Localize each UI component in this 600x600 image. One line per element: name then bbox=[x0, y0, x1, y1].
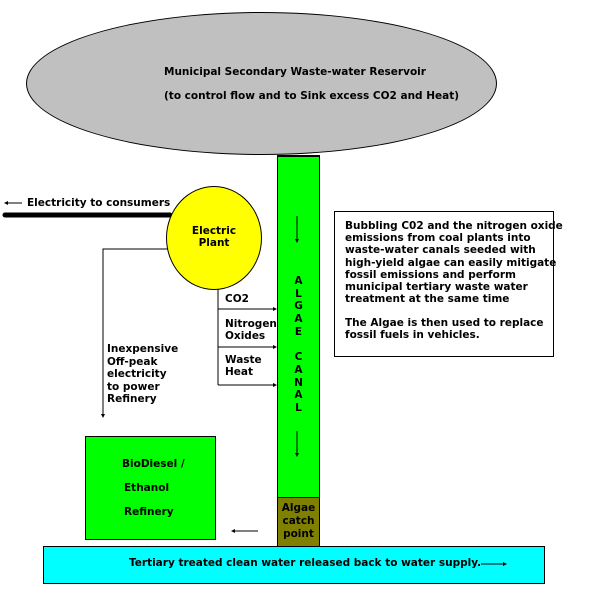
offpeak-arrow-head bbox=[101, 414, 105, 418]
catch-point-label: Algae catch point bbox=[277, 502, 320, 541]
info-line: fossil emissions and perform bbox=[345, 268, 516, 281]
nox-arrow-head bbox=[273, 345, 277, 349]
canal-letter: G bbox=[294, 300, 303, 313]
refinery-box bbox=[85, 436, 216, 540]
algae-canal bbox=[277, 155, 320, 498]
offpeak-label: Inexpensive Off-peak electricity to powe… bbox=[107, 343, 178, 406]
canal-letter: A bbox=[294, 275, 303, 287]
catch-line-1: Algae bbox=[281, 502, 316, 514]
emission-heat-label-2: Heat bbox=[225, 366, 254, 378]
refinery-label-3: Refinery bbox=[124, 506, 174, 518]
emission-nox-label-1: Nitrogen bbox=[225, 318, 277, 330]
canal-letter: L bbox=[295, 287, 302, 300]
co2-arrow-head bbox=[273, 307, 277, 311]
info-box bbox=[334, 211, 554, 357]
canal-letter: A bbox=[294, 313, 303, 326]
canal-letter: N bbox=[294, 376, 303, 389]
emission-co2-label: CO2 bbox=[225, 293, 249, 305]
reservoir-title: Municipal Secondary Waste-water Reservoi… bbox=[164, 66, 426, 78]
emission-heat-label-1: Waste bbox=[225, 354, 262, 366]
info-line: The Algae is then used to replace bbox=[345, 317, 544, 329]
offpeak-line-3: electricity bbox=[107, 368, 167, 380]
info-line: Bubbling C02 and the nitrogen oxide bbox=[345, 220, 563, 232]
electricity-label: Electricity to consumers bbox=[27, 197, 171, 209]
canal-flow-arrow-bottom-head bbox=[295, 453, 299, 457]
info-line: high-yield algae can easily mitigate bbox=[345, 256, 557, 269]
clean-water-bar bbox=[43, 546, 545, 584]
emission-nox-label-2: Oxides bbox=[225, 330, 266, 342]
catch-line-3: point bbox=[283, 528, 314, 540]
offpeak-line-1: Inexpensive bbox=[107, 343, 179, 355]
plant-label-2: Plant bbox=[198, 237, 230, 249]
offpeak-line-4: to power bbox=[107, 380, 160, 393]
offpeak-line-5: Refinery bbox=[107, 393, 157, 405]
info-line: emissions from coal plants into bbox=[345, 232, 531, 245]
electricity-arrow-head bbox=[4, 201, 8, 205]
clean-water-label: Tertiary treated clean water released ba… bbox=[129, 557, 482, 569]
info-line: municipal tertiary waste water bbox=[345, 281, 528, 294]
canal-letter: E bbox=[294, 325, 303, 338]
plant-label-1: Electric bbox=[191, 225, 237, 237]
algae-to-refinery-arrow-head bbox=[231, 529, 235, 533]
catch-line-2: catch bbox=[282, 515, 315, 527]
refinery-label-2: Ethanol bbox=[124, 482, 170, 494]
info-paragraph-2: The Algae is then used to replace fossil… bbox=[345, 317, 544, 341]
canal-flow-arrow-top-head bbox=[295, 239, 299, 243]
offpeak-line bbox=[102, 248, 168, 416]
reservoir-subtitle: (to control flow and to Sink excess CO2 … bbox=[164, 90, 460, 102]
canal-letter: L bbox=[295, 402, 302, 415]
heat-arrow-head bbox=[273, 383, 277, 387]
electric-plant-circle bbox=[166, 186, 262, 290]
offpeak-line-2: Off-peak bbox=[107, 355, 158, 368]
canal-label: A L G A E C A N A L bbox=[277, 275, 320, 415]
info-line: fossil fuels in vehicles. bbox=[345, 329, 480, 342]
info-line: treatment at the same time bbox=[345, 293, 510, 306]
canal-letter: A bbox=[294, 389, 303, 402]
reservoir-ellipse bbox=[26, 12, 497, 155]
refinery-label-1: BioDiesel / bbox=[122, 458, 185, 470]
info-paragraph-1: Bubbling C02 and the nitrogen oxide emis… bbox=[345, 220, 563, 305]
canal-letter: A bbox=[294, 363, 303, 376]
canal-letter: C bbox=[294, 351, 303, 364]
info-line: waste-water canals seeded with bbox=[345, 244, 536, 257]
water-arrow-head bbox=[503, 562, 507, 566]
